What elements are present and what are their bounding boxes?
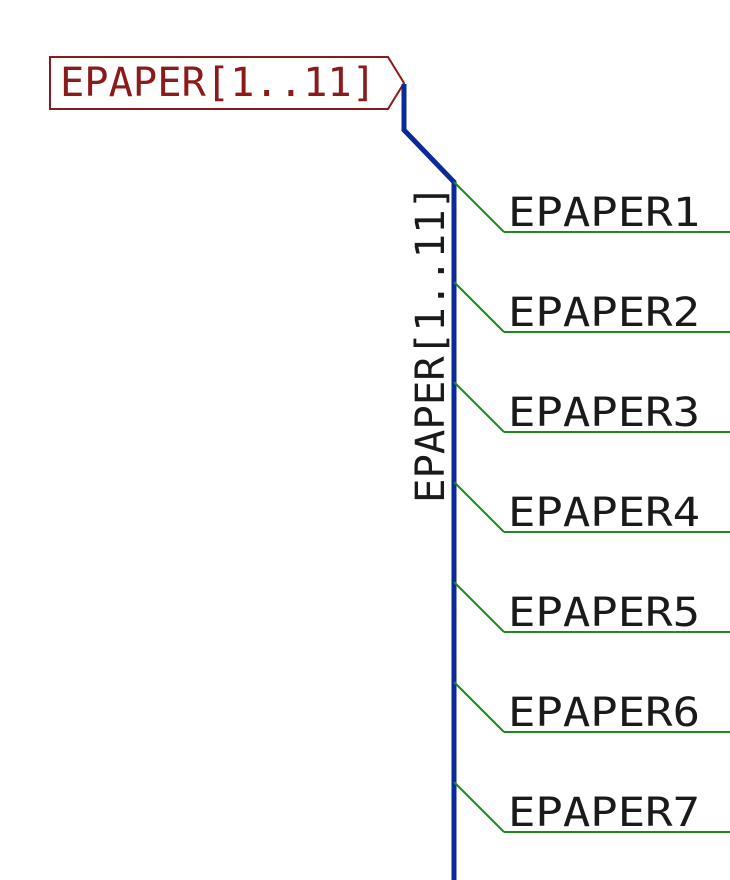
net-label: EPAPER6 bbox=[508, 690, 700, 736]
hierarchical-port[interactable]: EPAPER[1..11] bbox=[49, 56, 406, 110]
hierarchical-port-outline bbox=[49, 56, 406, 110]
net-epaper4[interactable]: EPAPER4 bbox=[453, 481, 730, 536]
bus-line[interactable] bbox=[401, 84, 457, 880]
hierarchical-port-label: EPAPER[1..11] bbox=[60, 60, 376, 106]
net-label: EPAPER3 bbox=[508, 390, 700, 436]
bus-entry[interactable] bbox=[453, 581, 505, 633]
bus-entry[interactable] bbox=[453, 481, 505, 533]
net-epaper3[interactable]: EPAPER3 bbox=[453, 381, 730, 436]
net-label: EPAPER7 bbox=[508, 790, 700, 836]
net-label: EPAPER5 bbox=[508, 590, 700, 636]
net-epaper6[interactable]: EPAPER6 bbox=[453, 681, 730, 736]
net-epaper7[interactable]: EPAPER7 bbox=[453, 781, 730, 836]
bus-entry[interactable] bbox=[453, 681, 505, 733]
net-label: EPAPER1 bbox=[508, 190, 700, 236]
net-label: EPAPER2 bbox=[508, 290, 700, 336]
net-epaper5[interactable]: EPAPER5 bbox=[453, 581, 730, 636]
net-label: EPAPER4 bbox=[508, 490, 700, 536]
net-epaper1[interactable]: EPAPER1 bbox=[453, 181, 730, 236]
bus-entry[interactable] bbox=[453, 181, 505, 233]
bus-entry[interactable] bbox=[453, 781, 505, 833]
bus-entry[interactable] bbox=[453, 381, 505, 433]
net-epaper2[interactable]: EPAPER2 bbox=[453, 281, 730, 336]
bus[interactable]: EPAPER[1..11] bbox=[401, 84, 457, 880]
bus-entry[interactable] bbox=[453, 281, 505, 333]
net-entries: EPAPER1EPAPER2EPAPER3EPAPER4EPAPER5EPAPE… bbox=[453, 181, 730, 836]
bus-label: EPAPER[1..11] bbox=[408, 185, 454, 503]
